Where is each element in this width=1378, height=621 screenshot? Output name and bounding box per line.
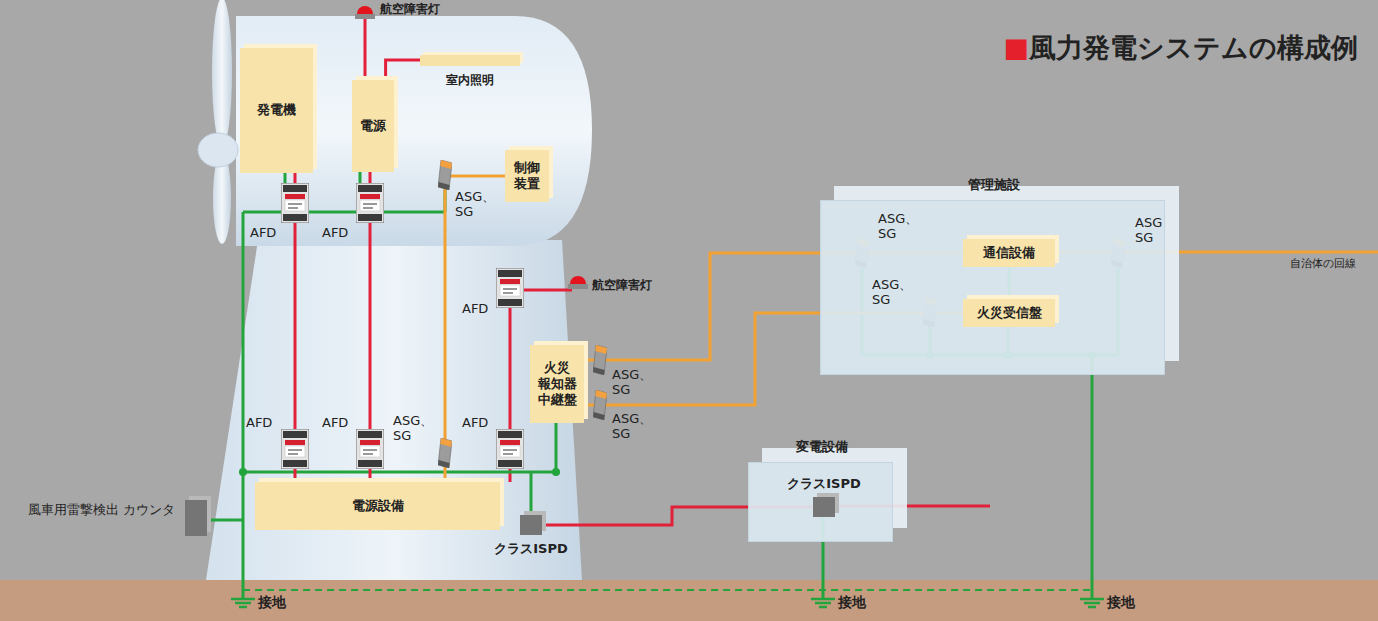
tower <box>206 240 582 580</box>
blade <box>212 0 232 146</box>
afd-device <box>496 268 524 308</box>
warning-light <box>355 6 375 19</box>
spd-box: クラスISPD <box>520 515 542 535</box>
asg-device <box>438 438 452 468</box>
diagram-title: ■風力発電システムの構成例 <box>1003 30 1358 66</box>
ground-label: 接地 <box>258 594 286 610</box>
afd-device <box>356 429 384 469</box>
comm-box: 通信設備 <box>963 239 1055 267</box>
node-heading: 管理施設 <box>821 177 1166 193</box>
ground-label: 接地 <box>1107 594 1135 610</box>
asg-device <box>593 390 607 420</box>
device-label: ASG、 SG <box>878 212 918 242</box>
device-label: AFD <box>322 226 348 241</box>
ground-band <box>0 580 1378 621</box>
light-label: 航空障害灯 <box>592 279 652 293</box>
junction-dot <box>239 468 247 476</box>
device-label: ASG、 SG <box>872 278 912 308</box>
power-equipment-box: 電源設備 <box>255 482 500 530</box>
node-heading: 風車用雷撃検出 カウンタ <box>28 502 175 518</box>
node-heading: 変電設備 <box>749 439 894 455</box>
lighting-bar: 室内照明 <box>420 55 520 66</box>
node-heading: クラスISPD <box>476 541 586 557</box>
device-label: ASG、 SG <box>393 414 433 444</box>
afd-device <box>496 429 524 469</box>
device-label: AFD <box>462 416 488 431</box>
asg-device <box>593 345 607 375</box>
junction-dot <box>552 468 560 476</box>
device-label: ASG、 SG <box>612 412 652 442</box>
earth-bond <box>243 589 1092 591</box>
afd-device <box>281 429 309 469</box>
facility-panel: 管理施設通信設備火災受信盤 <box>820 200 1165 375</box>
device-label: ASG、 SG <box>455 190 495 220</box>
device-label: ASG SG <box>1135 216 1162 246</box>
light-label: 航空障害灯 <box>380 3 440 17</box>
device-label: ASG、 SG <box>612 368 652 398</box>
afd-device <box>281 183 309 223</box>
device-label: AFD <box>322 416 348 431</box>
node-heading: 室内照明 <box>410 73 530 88</box>
asg-device <box>438 160 452 190</box>
node-heading: クラスISPD <box>769 476 879 492</box>
fire-receiver-box: 火災受信盤 <box>963 299 1055 327</box>
ground-label: 接地 <box>838 594 866 610</box>
fire-relay-box: 火災 報知器 中継盤 <box>530 345 584 423</box>
device-label: AFD <box>250 226 276 241</box>
control-box: 制御 装置 <box>505 150 549 202</box>
device-label: AFD <box>462 302 488 317</box>
counter-box: 風車用雷撃検出 カウンタ <box>185 500 207 536</box>
node-text: 発電機 <box>257 102 296 118</box>
line-label: 自治体の回線 <box>1290 258 1356 271</box>
hub <box>198 133 238 167</box>
warning-light <box>568 276 588 289</box>
ground-symbol <box>231 599 255 607</box>
node-text: 電源 <box>360 118 386 134</box>
device-label: AFD <box>246 416 272 431</box>
afd-device <box>356 183 384 223</box>
power-box: 電源 <box>352 80 394 172</box>
substation-panel: 変電設備クラスISPD <box>748 462 893 542</box>
node-text: 火災 報知器 中継盤 <box>533 360 581 409</box>
node-text: 制御 装置 <box>508 160 546 193</box>
ground-symbol <box>1080 599 1104 607</box>
ground-symbol <box>811 599 835 607</box>
node-text: 火災受信盤 <box>977 305 1042 321</box>
generator-box: 発電機 <box>240 48 313 173</box>
spd-box: クラスISPD <box>813 497 835 517</box>
power-wire <box>364 19 367 80</box>
wire-connector <box>386 60 420 80</box>
node-text: 通信設備 <box>983 245 1035 261</box>
node-text: 電源設備 <box>352 498 404 514</box>
